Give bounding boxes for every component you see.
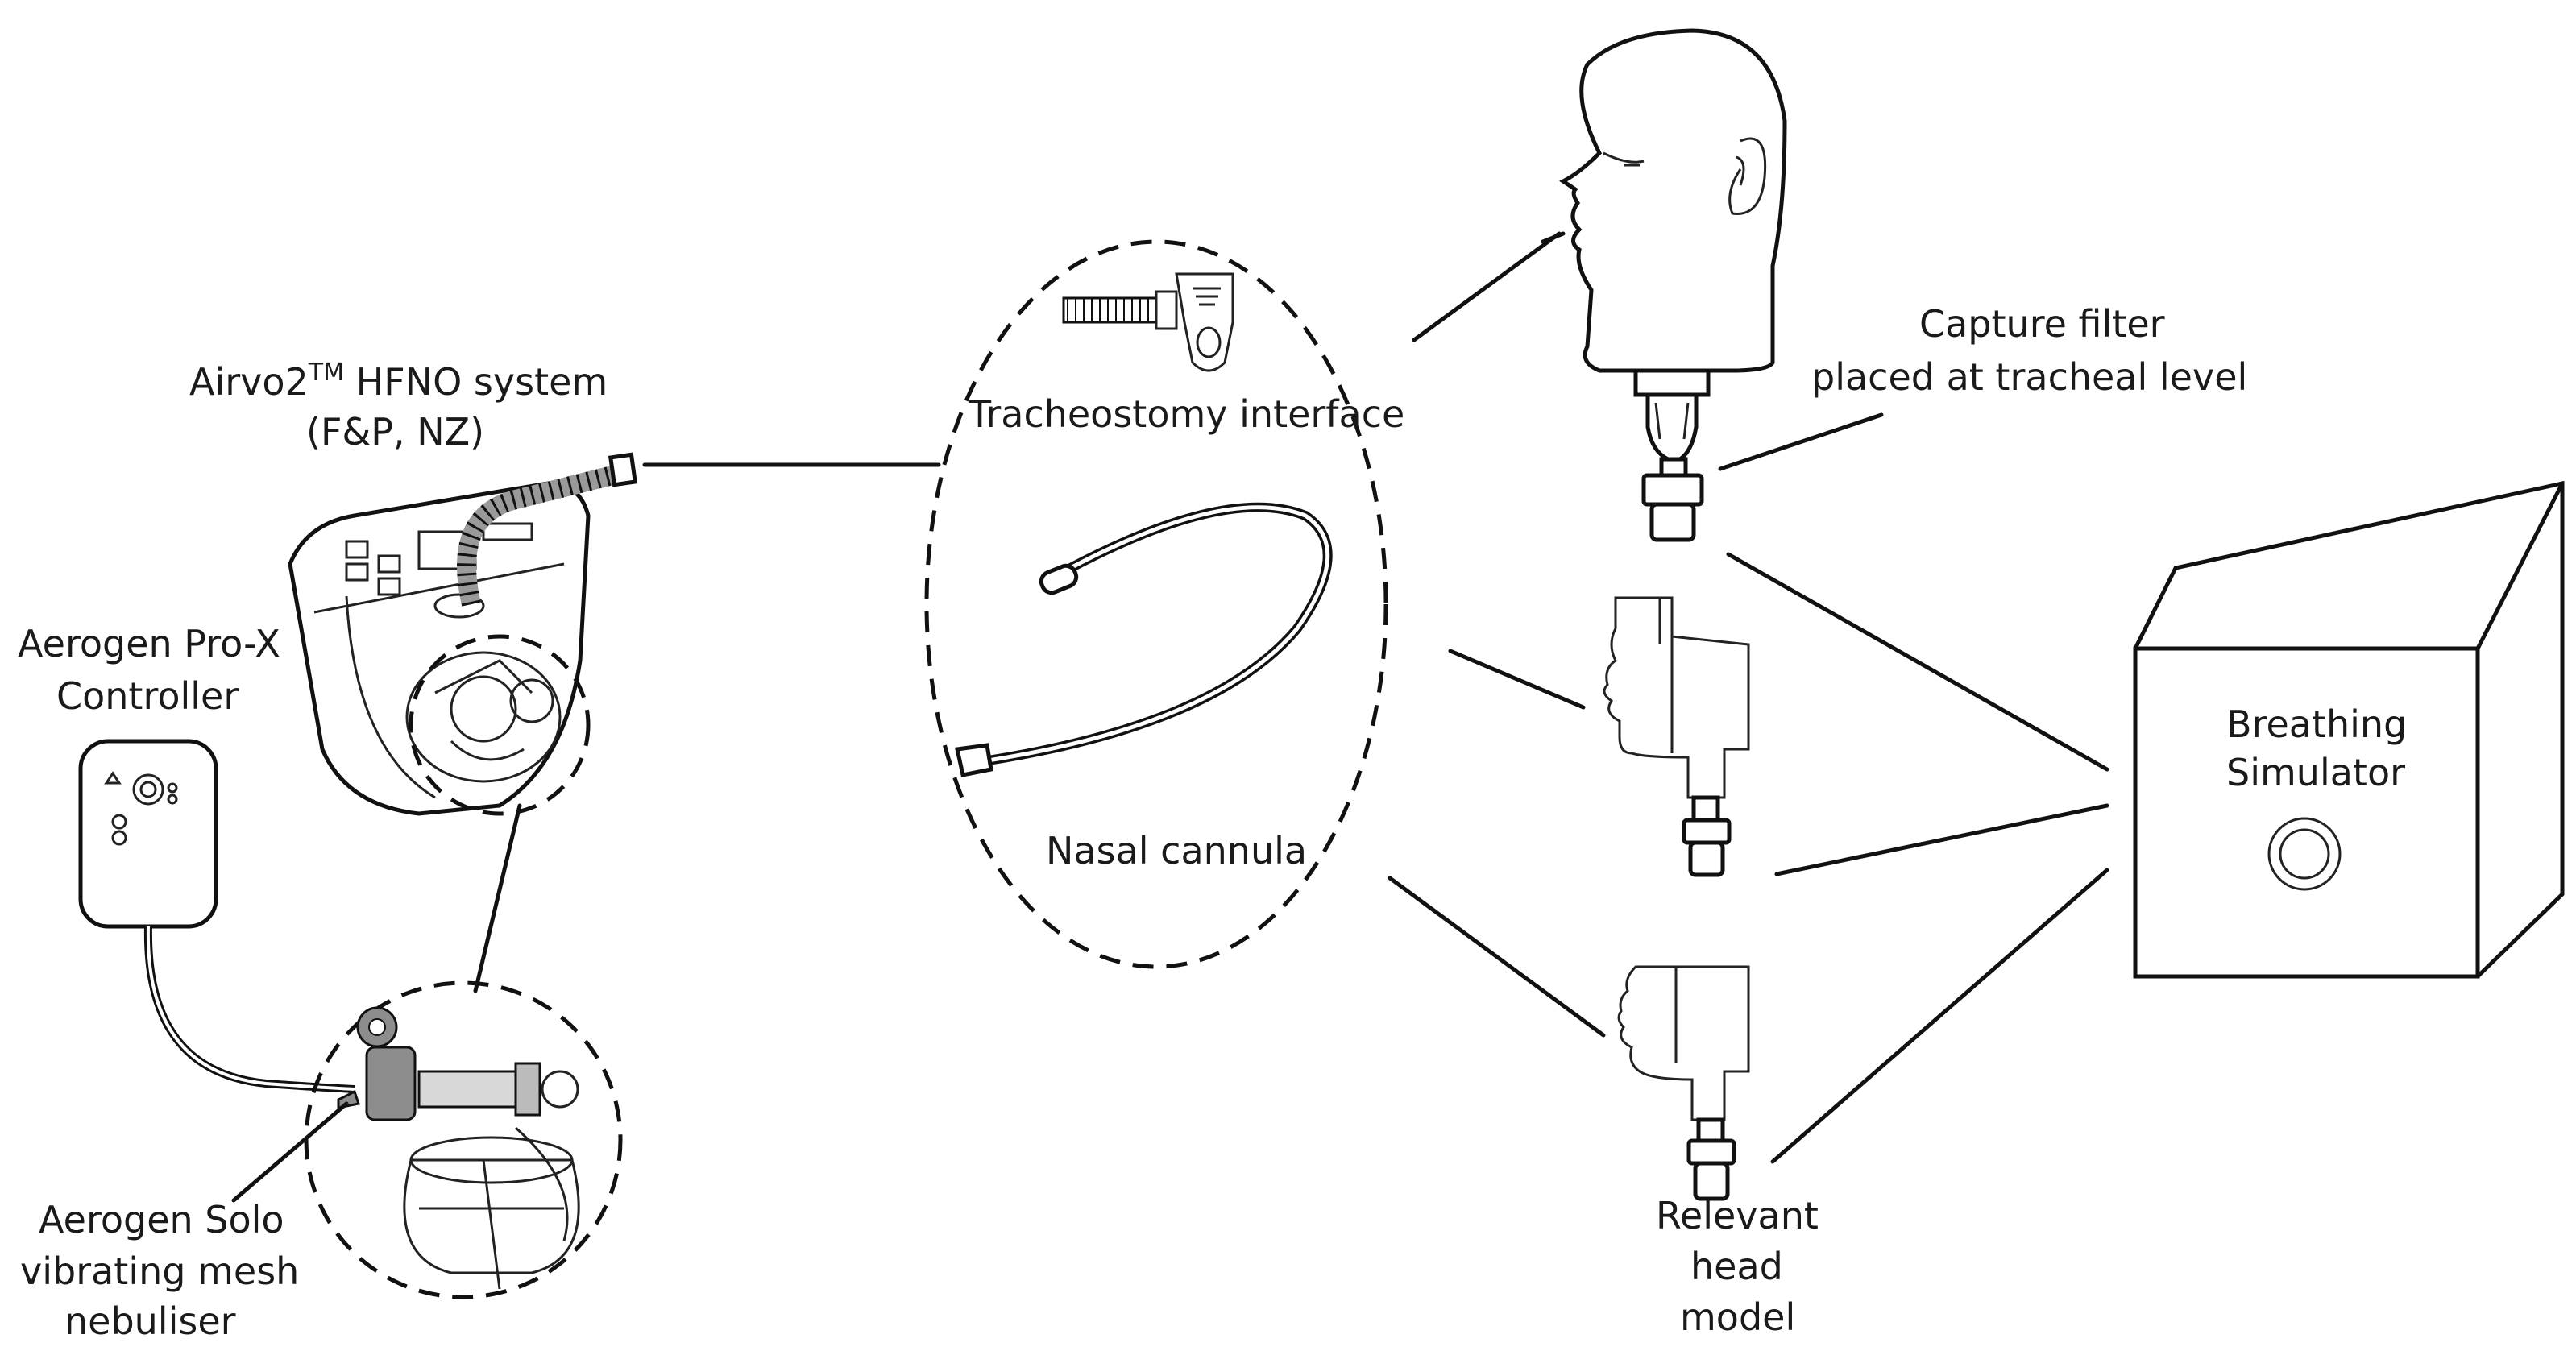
nasal-cannula <box>954 502 1333 777</box>
airvo-to-nebuliser-line <box>473 803 522 993</box>
simulator-label-line1: Breathing <box>2226 702 2407 746</box>
solo-label-line1: Aerogen Solo <box>39 1198 284 1241</box>
capture-filter-leader-line <box>1718 412 1884 471</box>
capture-filter-label-line2: placed at tracheal level <box>1811 355 2247 399</box>
power-button-icon <box>132 773 164 806</box>
airvo-hfno-device <box>288 452 638 816</box>
head-model-label-line1: Relevant <box>1656 1194 1819 1237</box>
breathing-simulator <box>2133 480 2565 979</box>
head-model-label-line2: head <box>1690 1245 1783 1288</box>
aerogen-solo-nebuliser <box>304 980 623 1299</box>
manikin-head-tracheostomy <box>1541 28 1787 542</box>
interface-to-mid-head-line <box>1448 649 1586 710</box>
closed-eye-icon <box>1603 151 1645 164</box>
panel-button-icon <box>345 540 369 559</box>
controller-label-line1: Aerogen Pro-X <box>18 622 280 665</box>
solo-label-line2: vibrating mesh <box>20 1249 299 1293</box>
aerogen-controller <box>78 739 355 1093</box>
airvo-sublabel: (F&P, NZ) <box>306 410 484 454</box>
trach-interface-label: Tracheostomy interface <box>968 392 1404 436</box>
warning-icon <box>104 771 122 785</box>
head-model-mid <box>1603 596 1750 877</box>
capture-filter-label-line1: Capture filter <box>1919 302 2165 346</box>
interface-selection-ellipse <box>924 239 1388 969</box>
tracheostomy-interface <box>1062 272 1234 372</box>
controller-label-line2: Controller <box>56 674 239 718</box>
mid-head-to-simulator-line <box>1774 803 2109 876</box>
solo-leader-line <box>231 1101 349 1203</box>
filter-to-simulator-line <box>1726 552 2109 772</box>
nasal-cannula-label: Nasal cannula <box>1046 829 1307 872</box>
solo-label-line3: nebuliser <box>64 1299 236 1343</box>
panel-button-icon <box>345 562 369 582</box>
ear-icon <box>1728 137 1767 215</box>
simulator-port-icon <box>2267 817 2342 891</box>
head-model-low <box>1617 965 1750 1201</box>
interface-to-low-head-line <box>1388 876 1606 1038</box>
simulator-label-line2: Simulator <box>2226 751 2405 794</box>
airvo-label: Airvo2TM HFNO system <box>189 358 608 404</box>
interface-to-trach-head-line <box>1412 231 1562 342</box>
head-model-label-line3: model <box>1680 1295 1795 1339</box>
low-head-to-simulator-line <box>1770 868 2109 1164</box>
